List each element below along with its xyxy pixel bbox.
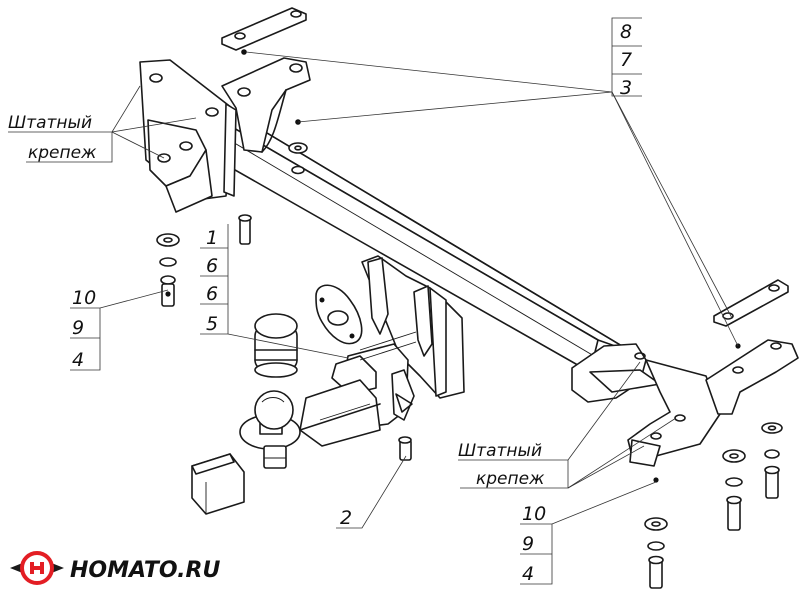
logo-emblem-icon [10,551,64,585]
callout-item: 9 [522,533,534,555]
callout-item: 9 [72,317,84,339]
ball-mount-bar [299,379,381,447]
note-line: крепеж [476,469,545,489]
callout-item: 6 [206,255,218,277]
leader-lines [8,17,739,585]
callout-item: 7 [620,49,632,71]
callout-item: 3 [620,77,632,99]
center-bolt [398,436,412,461]
note-line: крепеж [28,143,97,163]
callout-item: 5 [206,313,218,335]
right-bracket [571,343,721,467]
tow-ball [239,390,301,469]
callout-left-bottom: 10 9 4 [72,287,96,371]
left-bracket [139,59,237,213]
callout-right-bottom: 10 9 4 [522,503,546,585]
receiver-plug [191,453,245,515]
callout-top-right: 8 7 3 [620,21,632,99]
left-upper-bracket [221,57,311,153]
brand-name: HOMATO.RU [70,558,220,583]
brand-logo: HOMATO.RU [10,551,220,585]
left-lower-fasteners [156,214,252,307]
note-left: Штатный крепеж [8,113,97,163]
ball-cover [254,313,298,378]
callout-item: 4 [72,349,84,371]
left-upper-fasteners [241,49,308,175]
callout-item: 1 [206,227,218,249]
left-top-plate [221,7,307,51]
callout-item: 6 [206,283,218,305]
callout-item: 8 [620,21,632,43]
right-upper-bracket [705,339,799,415]
note-right: Штатный крепеж [458,441,545,489]
note-line: Штатный [458,441,542,461]
callout-item: 4 [522,563,534,585]
callout-item: 10 [522,503,546,525]
callout-left-ball: 1 6 6 5 [206,227,218,335]
callout-item: 10 [72,287,96,309]
note-line: Штатный [8,113,92,133]
socket-plate [315,284,363,345]
callout-bolt: 2 [340,507,352,529]
right-fasteners [644,343,783,589]
